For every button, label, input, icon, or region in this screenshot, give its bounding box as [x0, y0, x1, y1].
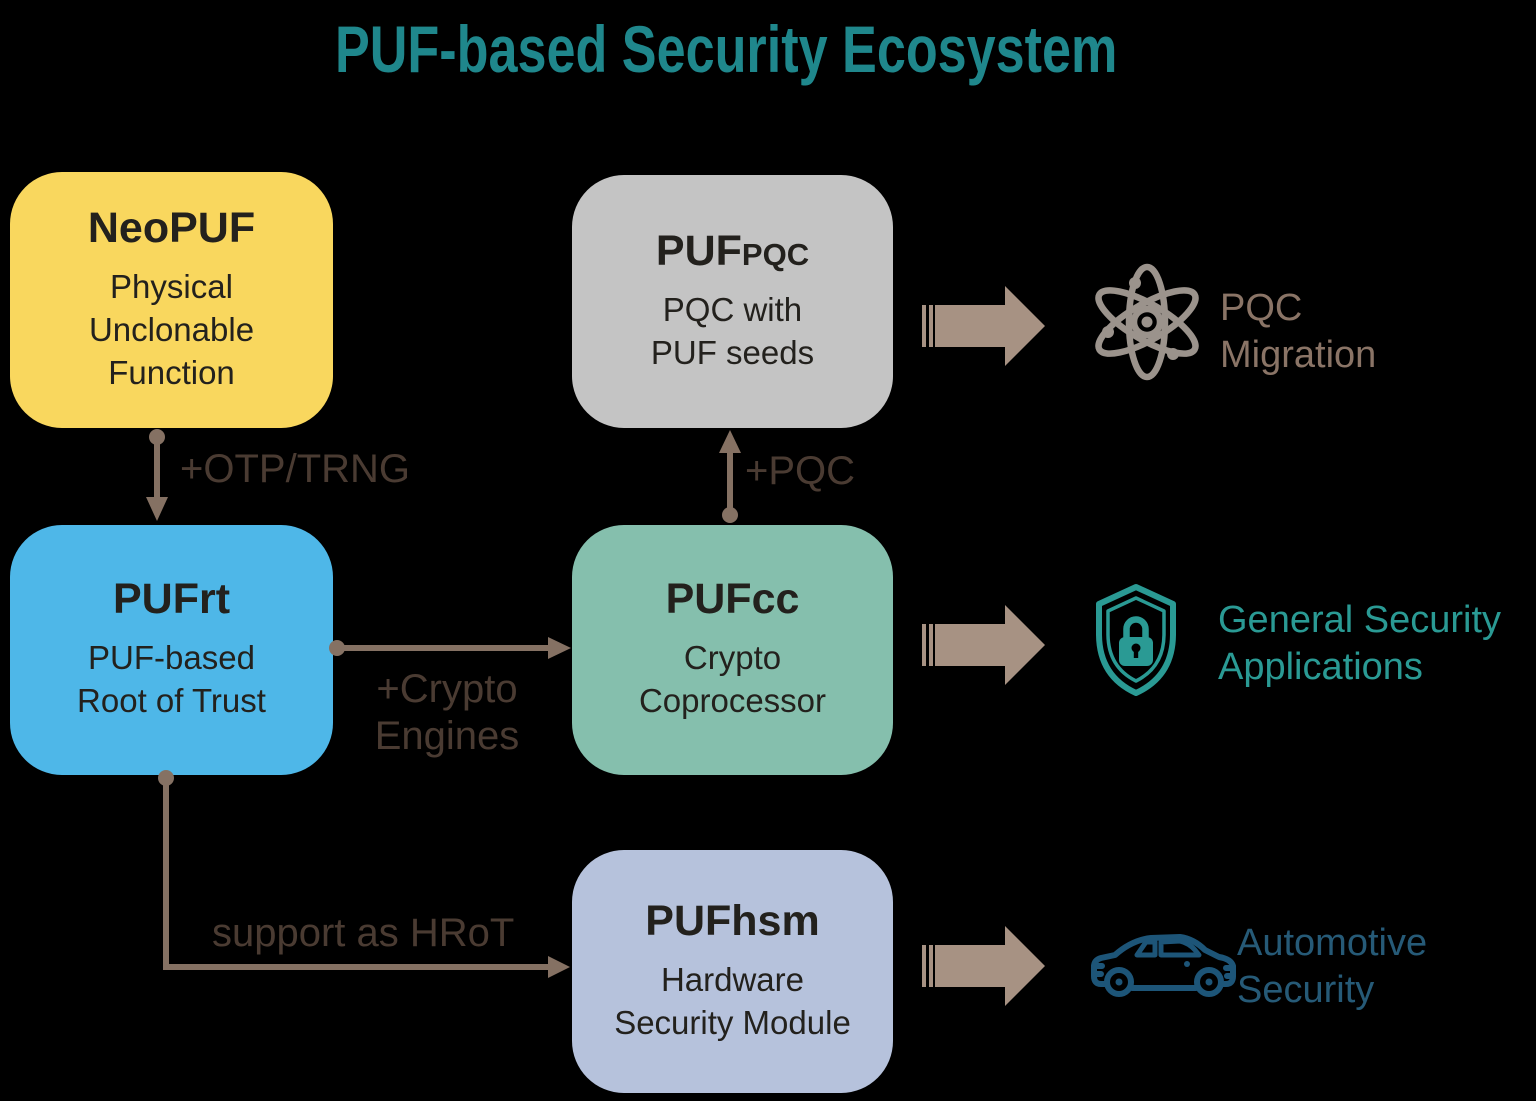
box-pufcc: PUFcc Crypto Coprocessor: [572, 525, 893, 775]
box-pufrt-title: PUFrt: [112, 575, 231, 623]
box-pufhsm-desc: Hardware Security Module: [614, 960, 851, 1041]
connector-label-pqc: +PQC: [745, 449, 856, 493]
block-arrow-automotive-icon: [922, 926, 1045, 1006]
outcome-label-general-security: General Security Applications: [1218, 599, 1502, 688]
box-neopuf: NeoPUF Physical Unclonable Function: [10, 172, 333, 428]
outcome-label-pqc-migration: PQC Migration: [1220, 287, 1377, 376]
box-neopuf-desc: Physical Unclonable Function: [88, 267, 255, 391]
connector-label-support-as-hrot: support as HRoT: [212, 911, 515, 955]
atom-icon: [1095, 263, 1199, 381]
box-pufpqc-title: PUFPQC: [655, 226, 810, 275]
page-title: PUF-based Security Ecosystem: [0, 16, 1452, 82]
box-pufpqc-desc: PQC with PUF seeds: [650, 290, 815, 371]
arrow-pufrt-to-pufcc: [329, 637, 571, 659]
box-pufrt-desc: PUF-based Root of Trust: [77, 639, 266, 719]
arrow-pufcc-to-pufpqc: [719, 430, 741, 523]
shield-lock-icon: [1096, 584, 1176, 696]
arrow-neopuf-to-pufrt: [146, 429, 168, 521]
box-pufcc-desc: Crypto Coprocessor: [638, 639, 827, 719]
block-arrow-general-security-icon: [922, 605, 1045, 685]
box-pufrt: PUFrt PUF-based Root of Trust: [10, 525, 333, 775]
connector-label-crypto-engines: +Crypto Engines: [374, 667, 520, 758]
block-arrow-pqc-migration-icon: [922, 286, 1045, 366]
car-icon: [1091, 934, 1236, 997]
box-pufcc-title: PUFcc: [665, 575, 800, 623]
outcome-label-automotive-security: Automotive Security: [1237, 922, 1428, 1011]
box-pufhsm-title: PUFhsm: [645, 896, 820, 945]
box-neopuf-title: NeoPUF: [87, 203, 256, 252]
box-pufhsm: PUFhsm Hardware Security Module: [572, 850, 893, 1093]
page-title-text: PUF-based Security Ecosystem: [334, 12, 1118, 86]
box-pufpqc: PUFPQC PQC with PUF seeds: [572, 175, 893, 428]
connector-label-otp-trng: +OTP/TRNG: [180, 447, 411, 491]
